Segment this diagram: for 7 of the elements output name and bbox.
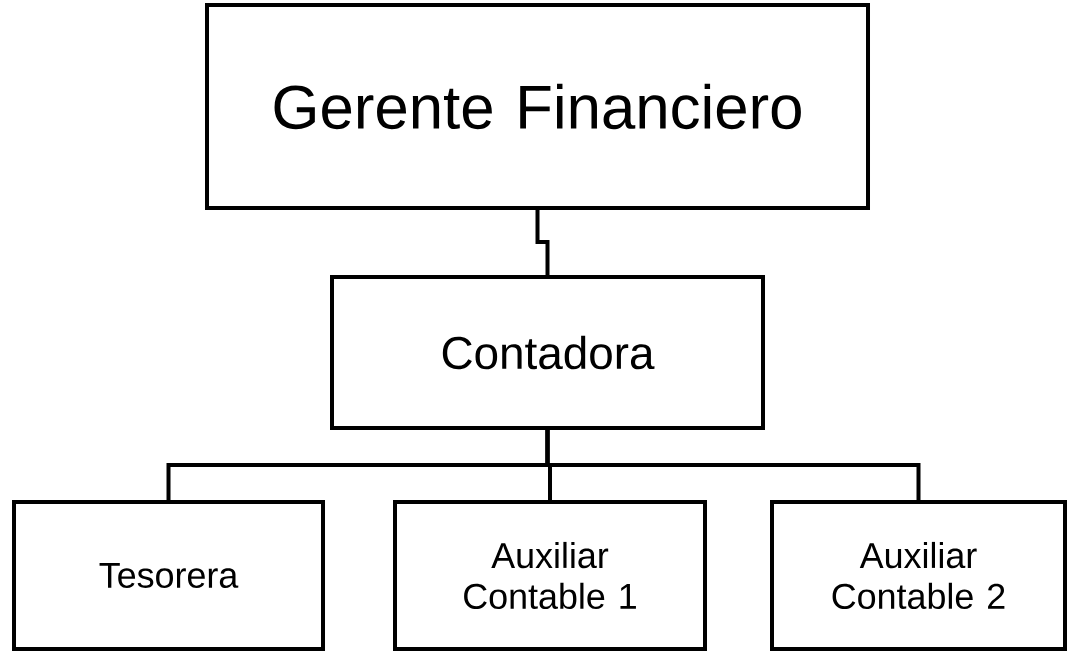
org-box: Tesorera bbox=[12, 500, 325, 651]
connector-line bbox=[535, 210, 550, 275]
org-box: Auxiliar Contable 2 bbox=[770, 500, 1067, 651]
connector-line bbox=[545, 430, 921, 500]
org-box: Auxiliar Contable 1 bbox=[393, 500, 707, 651]
org-box: Contadora bbox=[330, 275, 765, 430]
org-box: Gerente Financiero bbox=[205, 3, 870, 210]
